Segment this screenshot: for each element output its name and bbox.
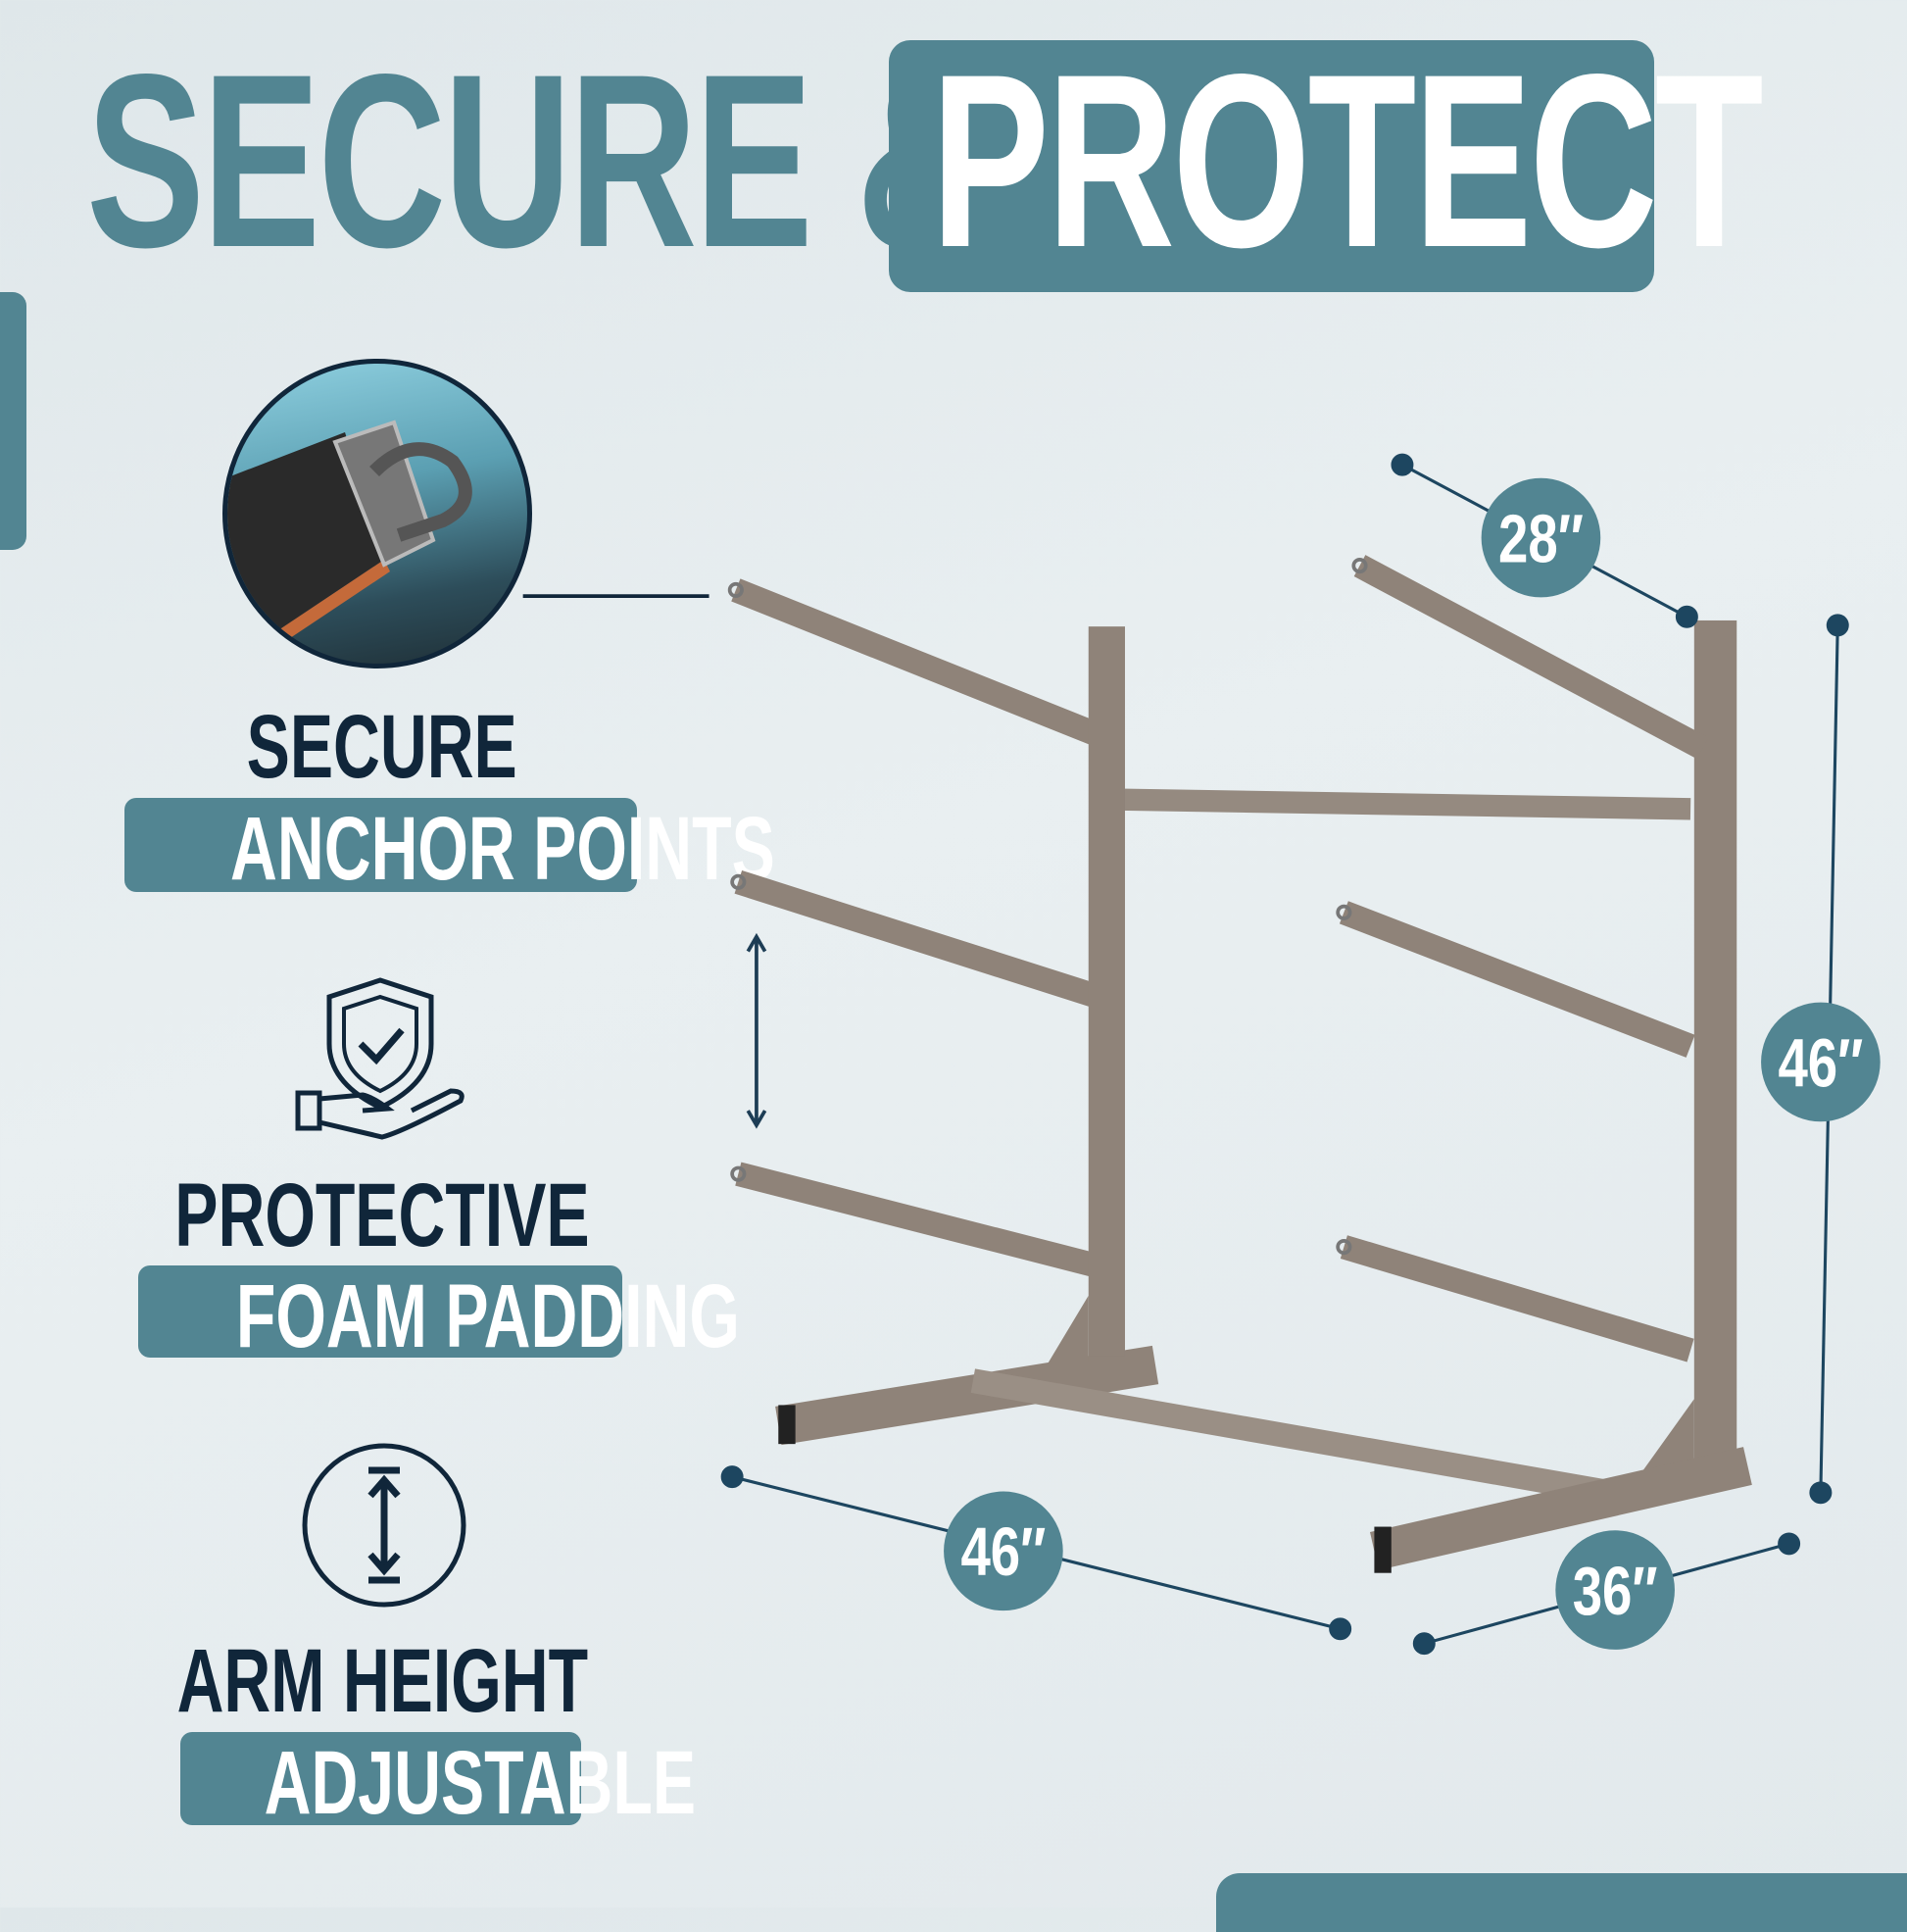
hand-shield-check-icon bbox=[295, 977, 465, 1140]
feature-foam-padding-pill: FOAM PADDING bbox=[138, 1265, 740, 1362]
rack-arm bbox=[735, 1162, 1099, 1277]
feature-adjustable-pill: ADJUSTABLE bbox=[180, 1732, 696, 1829]
title-secure: SECURE & bbox=[86, 24, 985, 299]
rack-arm bbox=[1340, 1235, 1694, 1362]
feature-protective-heading: PROTECTIVE bbox=[174, 1165, 590, 1265]
feature-secure-heading: SECURE bbox=[246, 697, 518, 797]
dimension-base-badge: 36″ bbox=[1555, 1530, 1675, 1650]
feature-anchor-points-pill: ANCHOR POINTS bbox=[124, 798, 775, 895]
dimension-width-badge: 46″ bbox=[944, 1491, 1063, 1611]
dimension-height-label: 46″ bbox=[1778, 1024, 1863, 1101]
rack-crossbar bbox=[1100, 788, 1691, 820]
feature-arm-height-heading: ARM HEIGHT bbox=[176, 1631, 588, 1731]
vertical-arrow-circle-icon bbox=[302, 1443, 466, 1608]
dimension-depth-badge: 28″ bbox=[1481, 477, 1601, 598]
adjust-arrow bbox=[746, 932, 767, 1129]
rack-arm bbox=[1353, 555, 1709, 760]
dimension-depth-label: 28″ bbox=[1498, 500, 1584, 576]
rack-arm bbox=[1339, 901, 1695, 1058]
title-protect: PROTECT bbox=[931, 24, 1764, 299]
rack-post-right bbox=[1693, 619, 1737, 1461]
rack-base-bar bbox=[970, 1368, 1620, 1507]
side-tab-decoration bbox=[0, 292, 26, 550]
rack-frame bbox=[727, 555, 1752, 1573]
rack-post-left bbox=[1088, 626, 1125, 1357]
rack-foot bbox=[775, 1345, 1159, 1446]
title-protect-box bbox=[889, 40, 1654, 292]
rack-arm bbox=[731, 578, 1105, 748]
anchor-closeup-image bbox=[222, 359, 532, 669]
dimension-base-label: 36″ bbox=[1573, 1553, 1658, 1629]
rack-foot bbox=[1369, 1447, 1752, 1570]
rack-arm bbox=[734, 869, 1104, 1010]
dimension-height-badge: 46″ bbox=[1761, 1002, 1881, 1122]
dimension-width-label: 46″ bbox=[960, 1513, 1046, 1590]
